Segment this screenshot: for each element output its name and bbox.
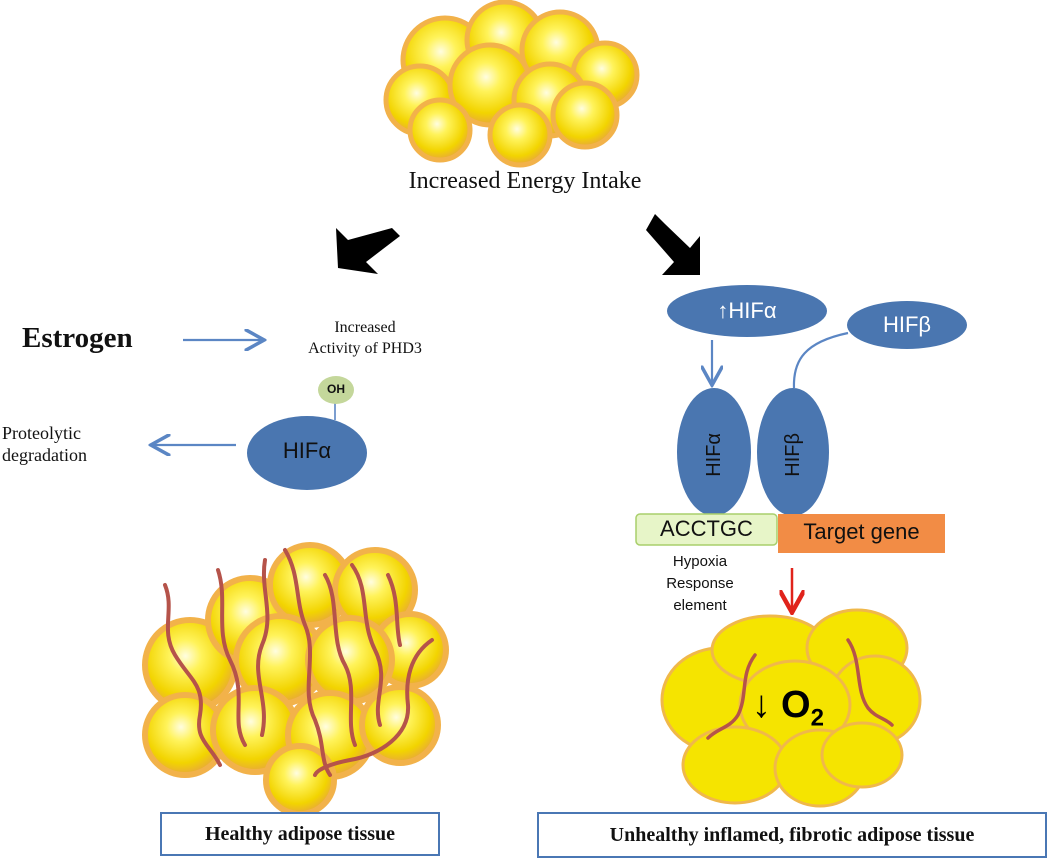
left-hif-alpha-shape [247, 416, 367, 490]
top-fat-cluster-icon [383, 0, 640, 168]
healthy-caption: Healthy adipose tissue [160, 812, 440, 856]
hif-beta-connector [792, 331, 849, 389]
hif-alpha-bound-shape [677, 388, 751, 516]
left-black-arrow-icon [336, 228, 400, 274]
increased-energy-intake-label: Increased Energy Intake [408, 168, 642, 194]
hif-beta-top-label: HIFβ [882, 312, 932, 337]
hif-alpha-bound-label: HIFα [697, 425, 731, 485]
degradation-label-line2: degradation [2, 445, 87, 465]
healthy-caption-text: Healthy adipose tissue [204, 822, 396, 845]
phd3-label-line1: Increased [334, 319, 396, 336]
hif-alpha-bound-text: HIFα [702, 433, 725, 477]
healthy-fat-cluster-icon [142, 542, 449, 817]
oxygen-subscript: 2 [810, 704, 824, 732]
estrogen-label: Estrogen [22, 322, 133, 354]
target-gene-box-shape [778, 514, 945, 553]
hre-caption-line2: Response [666, 575, 734, 592]
oxygen-label: ↓O2 [752, 684, 824, 733]
right-black-arrow-icon [646, 214, 700, 275]
left-hif-alpha-label: HIFα [282, 438, 332, 463]
unhealthy-fat-cluster-icon [660, 608, 922, 808]
unhealthy-blood-vessels [706, 638, 894, 740]
hre-caption-line1: Hypoxia [672, 553, 728, 570]
unhealthy-caption-text: Unhealthy inflamed, fibrotic adipose tis… [609, 823, 975, 846]
oh-badge-label: OH [327, 382, 345, 396]
hre-caption-line3: element [673, 597, 727, 614]
hif-beta-top-shape [847, 301, 967, 349]
hre-box-shape [635, 513, 778, 546]
hif-beta-bound-text: HIFβ [781, 433, 804, 477]
up-hif-alpha-shape [667, 285, 827, 337]
down-arrow-icon: ↓ [752, 684, 771, 726]
oh-badge-shape [318, 376, 354, 404]
hre-sequence-label: ACCTGC [660, 516, 753, 541]
oxygen-symbol: O [781, 684, 811, 726]
up-hif-alpha-label: ↑HIFα [717, 298, 777, 323]
hif-beta-bound-label: HIFβ [776, 425, 810, 485]
healthy-blood-vessels [163, 548, 434, 777]
unhealthy-caption: Unhealthy inflamed, fibrotic adipose tis… [537, 812, 1047, 858]
hif-beta-bound-shape [757, 388, 829, 516]
target-gene-label: Target gene [803, 519, 920, 544]
phd3-label-line2: Activity of PHD3 [308, 340, 422, 357]
degradation-label-line1: Proteolytic [2, 423, 81, 443]
